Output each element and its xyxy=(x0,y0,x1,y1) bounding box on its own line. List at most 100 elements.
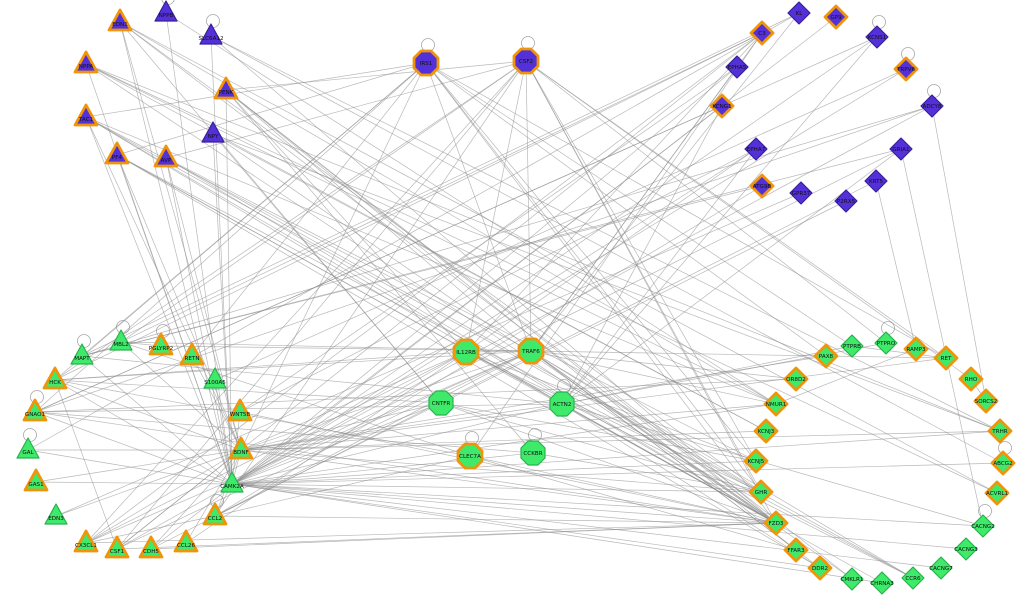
node-PTPRO[interactable]: PTPRO xyxy=(874,321,898,355)
node-PGLYRP2[interactable]: PGLYRP2 xyxy=(148,324,174,356)
edge xyxy=(775,348,917,405)
node-label: KCNS1 xyxy=(868,35,887,41)
triangle-node-shape xyxy=(70,343,94,365)
edge xyxy=(525,60,972,380)
triangle-node-shape xyxy=(153,144,179,168)
node-PF4[interactable]: PF4 xyxy=(104,141,130,165)
triangle-node-shape xyxy=(228,436,254,460)
node-SLC6A12[interactable]: SLC6A12 xyxy=(198,14,224,45)
node-DDR2[interactable]: DDR2 xyxy=(807,555,833,581)
node-FZD3[interactable]: FZD3 xyxy=(763,510,789,536)
node-MAPT[interactable]: MAPT xyxy=(70,334,94,365)
triangle-node-shape xyxy=(138,535,164,559)
node-S100A5[interactable]: S100A5 xyxy=(203,367,227,389)
node-CSF1[interactable]: CSF1 xyxy=(104,535,130,559)
node-OR8D2[interactable]: OR8D2 xyxy=(783,366,809,392)
node-label: CAMK2A xyxy=(220,484,244,490)
node-GRIA1[interactable]: GRIA1 xyxy=(889,137,913,161)
node-IL12RB[interactable]: IL12RB xyxy=(452,338,480,366)
node-GAL[interactable]: GAL xyxy=(16,428,40,459)
node-label: KRT5 xyxy=(869,179,884,185)
node-CCL26[interactable]: CCL26 xyxy=(173,529,199,553)
node-CCR6[interactable]: CCR6 xyxy=(901,566,925,590)
node-KCNJ5[interactable]: KCNJ5 xyxy=(743,448,769,474)
node-CSF2[interactable]: CSF2 xyxy=(512,36,540,75)
node-NPPB[interactable]: NPPB xyxy=(154,0,178,22)
node-PAX8[interactable]: PAX8 xyxy=(813,343,839,369)
node-KRT5[interactable]: KRT5 xyxy=(864,169,888,193)
edge xyxy=(440,402,762,493)
node-GP9[interactable]: GP9 xyxy=(823,4,849,30)
node-ADCY8[interactable]: ADCY8 xyxy=(920,84,944,118)
node-KL[interactable]: KL xyxy=(787,1,811,25)
node-KCNJ3[interactable]: KCNJ3 xyxy=(753,418,779,444)
node-label: ABCG2 xyxy=(993,461,1012,467)
node-NMUR1[interactable]: NMUR1 xyxy=(763,391,789,417)
node-CAMK2A[interactable]: CAMK2A xyxy=(220,471,244,493)
node-BDNF[interactable]: BDNF xyxy=(228,436,254,460)
node-KCNG1[interactable]: KCNG1 xyxy=(709,93,735,119)
edge xyxy=(465,351,914,579)
node-ATG9B[interactable]: ATG9B xyxy=(749,173,775,199)
node-SORCS2[interactable]: SORCS2 xyxy=(973,388,999,414)
node-CACNG3[interactable]: CACNG3 xyxy=(954,537,978,561)
node-CNTFR[interactable]: CNTFR xyxy=(428,390,454,416)
edge xyxy=(240,402,442,451)
node-label: CDH5 xyxy=(143,549,159,555)
node-RET[interactable]: RET xyxy=(933,345,959,371)
node-CCKBR[interactable]: CCKBR xyxy=(520,428,546,466)
node-ACTN2[interactable]: ACTN2 xyxy=(549,379,575,417)
node-label: KCNJ5 xyxy=(748,459,765,465)
node-GNAO1[interactable]: GNAO1 xyxy=(22,390,48,422)
node-TAC1[interactable]: TAC1 xyxy=(73,103,99,127)
node-HCK[interactable]: HCK xyxy=(42,366,68,390)
node-EDN3[interactable]: EDN3 xyxy=(44,503,68,525)
node-EDN1[interactable]: EDN1 xyxy=(107,8,133,32)
edge xyxy=(231,483,967,550)
edge xyxy=(120,341,471,457)
diamond-node-shape xyxy=(903,336,929,362)
node-P2RX5[interactable]: P2RX5 xyxy=(834,189,858,213)
node-CHRNA3[interactable]: CHRNA3 xyxy=(870,571,894,595)
node-CX3CL1[interactable]: CX3CL1 xyxy=(73,529,99,553)
diamond-node-shape xyxy=(749,20,775,46)
node-EPHA5[interactable]: EPHA5 xyxy=(725,55,749,79)
node-PTPRB[interactable]: PTPRB xyxy=(840,334,864,358)
node-RAMP3[interactable]: RAMP3 xyxy=(903,336,929,362)
node-TRAF6[interactable]: TRAF6 xyxy=(517,337,545,365)
node-label: CCR6 xyxy=(905,576,921,582)
node-CMKLR1[interactable]: CMKLR1 xyxy=(840,567,864,591)
node-CLEC7A[interactable]: CLEC7A xyxy=(456,431,484,470)
node-GHR[interactable]: GHR xyxy=(748,479,774,505)
node-WNT5B[interactable]: WNT5B xyxy=(227,398,253,422)
edge xyxy=(85,63,777,524)
node-RHO[interactable]: RHO xyxy=(958,366,984,392)
diamond-node-shape xyxy=(834,189,858,213)
node-ABCG2[interactable]: ABCG2 xyxy=(990,441,1016,476)
node-PENK[interactable]: PENK xyxy=(213,76,239,100)
triangle-node-shape xyxy=(148,332,174,356)
node-GPR37[interactable]: GPR37 xyxy=(789,181,813,205)
edge xyxy=(185,449,242,544)
node-TRHR[interactable]: TRHR xyxy=(987,418,1013,444)
edge xyxy=(240,430,767,451)
node-TRPV6[interactable]: TRPV6 xyxy=(893,47,919,82)
node-AVP[interactable]: AVP xyxy=(153,144,179,168)
node-MBL2[interactable]: MBL2 xyxy=(109,320,133,351)
node-CACNG2[interactable]: CACNG2 xyxy=(971,504,995,538)
node-EPHA7[interactable]: EPHA7 xyxy=(744,137,768,161)
node-RETN[interactable]: RETN xyxy=(179,342,205,366)
node-IRS1[interactable]: IRS1 xyxy=(412,38,440,77)
node-CDH5[interactable]: CDH5 xyxy=(138,535,164,559)
node-NPY[interactable]: NPY xyxy=(201,121,225,143)
node-NPPA[interactable]: NPPA xyxy=(73,50,99,74)
edge xyxy=(231,403,777,485)
node-KCNS1[interactable]: KCNS1 xyxy=(865,15,889,49)
node-GAS1[interactable]: GAS1 xyxy=(23,468,49,492)
node-CACNG7[interactable]: CACNG7 xyxy=(929,556,953,580)
node-CCL2[interactable]: CCL2 xyxy=(202,494,228,526)
node-FFAR3[interactable]: FFAR3 xyxy=(783,537,809,563)
node-C3[interactable]: C3 xyxy=(749,20,775,46)
edge xyxy=(425,62,827,357)
node-ACVRL1[interactable]: ACVRL1 xyxy=(984,480,1010,506)
